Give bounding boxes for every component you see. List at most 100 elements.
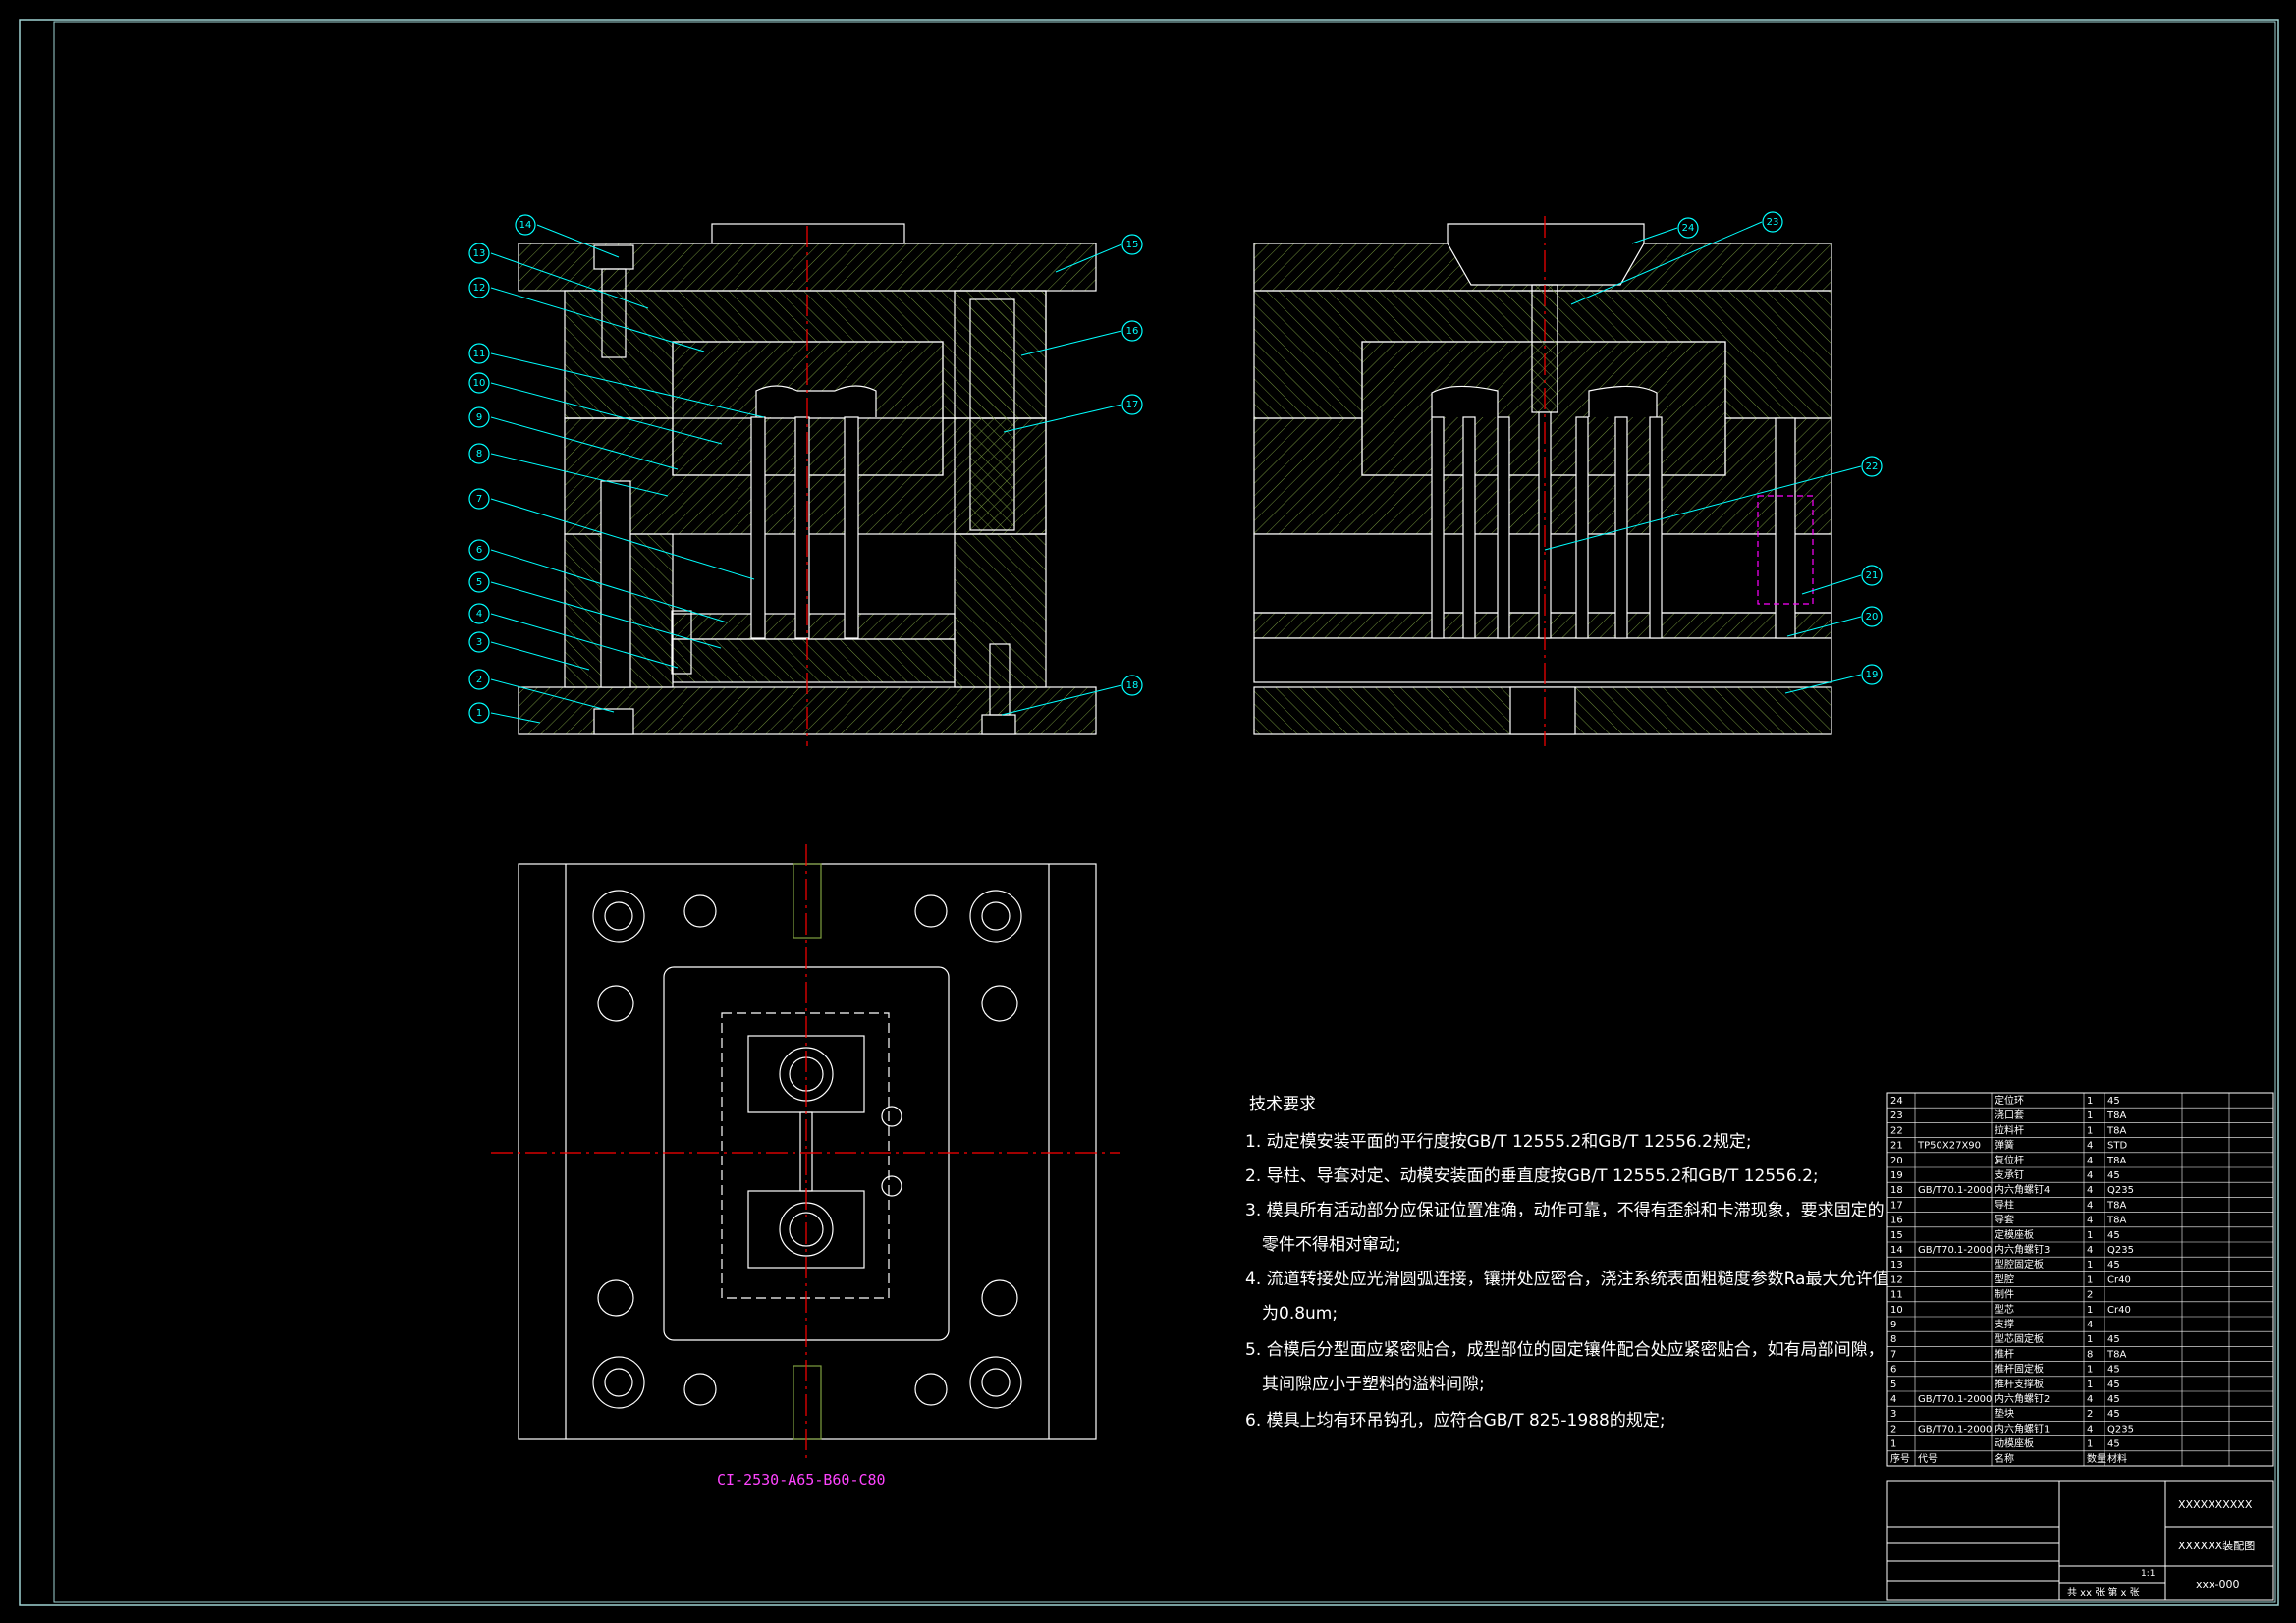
ejector-plate-right xyxy=(1253,637,1832,683)
bom-cell-qty: 2 xyxy=(2087,1409,2093,1420)
bom-cell-no: 17 xyxy=(1890,1200,1903,1211)
socket-screw-top-shank xyxy=(601,268,627,358)
svg-text:22: 22 xyxy=(1866,461,1879,472)
svg-text:12: 12 xyxy=(473,283,486,294)
locating-ring xyxy=(1447,223,1645,286)
bom-cell-qty: 4 xyxy=(2087,1216,2093,1226)
balloon-23 xyxy=(1762,211,1783,233)
bom-cell-no: 3 xyxy=(1890,1409,1896,1420)
bom-cell-no: 14 xyxy=(1890,1245,1903,1256)
bom-cell-qty: 1 xyxy=(2087,1380,2093,1390)
knockout-hole xyxy=(1509,686,1576,735)
bom-cell-name: 浇口套 xyxy=(1995,1109,2024,1121)
socket-screw-bottom-right-shank xyxy=(989,643,1011,716)
bom-header-code: 代号 xyxy=(1918,1453,1938,1465)
svg-text:23: 23 xyxy=(1767,217,1779,228)
bom-cell-name: 型腔 xyxy=(1995,1272,2014,1285)
title-drawing-name: XXXXXX装配图 xyxy=(2178,1540,2255,1552)
tech-req-3b: 零件不得相对窜动; xyxy=(1262,1235,1401,1255)
tech-req-title: 技术要求 xyxy=(1249,1095,1316,1114)
bom-cell-material: Cr40 xyxy=(2107,1274,2131,1285)
bom-cell-name: 制件 xyxy=(1995,1288,2014,1301)
balloons-right: 24 23 22 21 20 19 xyxy=(1544,211,1883,694)
bom-cell-no: 21 xyxy=(1890,1141,1903,1152)
balloon-5 xyxy=(468,571,490,593)
bom-cell-no: 16 xyxy=(1890,1216,1903,1226)
bom-cell-name: 内六角螺钉4 xyxy=(1995,1183,2050,1196)
bom-cell-material: T8A xyxy=(2106,1156,2126,1166)
mold-base-code: CI-2530-A65-B60-C80 xyxy=(717,1471,886,1488)
title-block xyxy=(1886,1480,2274,1601)
svg-text:15: 15 xyxy=(1126,240,1139,250)
bom-cell-qty: 4 xyxy=(2087,1245,2093,1256)
bom-cell-no: 19 xyxy=(1890,1170,1903,1181)
sheet-outer-border xyxy=(19,19,2279,1606)
bom-cell-no: 24 xyxy=(1890,1096,1903,1107)
bom-cell-name: 支撑 xyxy=(1995,1318,2014,1330)
bom-cell-no: 11 xyxy=(1890,1290,1903,1301)
bom-cell-material: Cr40 xyxy=(2107,1305,2131,1316)
bom-header-qty: 数量 xyxy=(2087,1452,2106,1465)
svg-text:16: 16 xyxy=(1126,326,1139,337)
balloon-6 xyxy=(468,539,490,561)
bom-cell-code: GB/T70.1-2000 xyxy=(1918,1185,1992,1196)
title-company: XXXXXXXXXX xyxy=(2178,1498,2253,1511)
bom-cell-name: 动模座板 xyxy=(1995,1437,2034,1450)
bom-cell-qty: 8 xyxy=(2087,1349,2093,1360)
balloon-10 xyxy=(468,372,490,394)
svg-text:4: 4 xyxy=(476,609,482,620)
bom-cell-no: 4 xyxy=(1890,1394,1896,1405)
bom-cell-no: 1 xyxy=(1890,1439,1896,1450)
bom-cell-qty: 1 xyxy=(2087,1439,2093,1450)
bom-cell-qty: 4 xyxy=(2087,1320,2093,1330)
guide-pillar xyxy=(969,298,1015,531)
bom-cell-name: 复位杆 xyxy=(1995,1154,2024,1166)
tech-req-4: 4. 流道转接处应光滑圆弧连接，镶拼处应密合，浇注系统表面粗糙度参数Ra最大允许… xyxy=(1245,1269,1888,1289)
svg-text:14: 14 xyxy=(519,220,532,231)
bom-cell-no: 2 xyxy=(1890,1424,1896,1434)
plan-runner-area xyxy=(721,1012,890,1299)
balloon-14 xyxy=(515,214,536,236)
bom-cell-name: 支承钉 xyxy=(1995,1169,2024,1181)
ejector-pins-right xyxy=(1431,411,1663,639)
bom-cell-no: 5 xyxy=(1890,1380,1896,1390)
bom-cell-qty: 1 xyxy=(2087,1230,2093,1241)
bom-cell-material: 45 xyxy=(2107,1380,2120,1390)
bom-cell-qty: 1 xyxy=(2087,1305,2093,1316)
bom-cell-name: 定模座板 xyxy=(1995,1228,2034,1241)
bom-cell-name: 推杆 xyxy=(1995,1347,2014,1360)
bom-cell-name: 定位环 xyxy=(1995,1094,2024,1107)
svg-text:19: 19 xyxy=(1866,670,1879,680)
bom-cell-name: 推杆支撑板 xyxy=(1995,1378,2044,1390)
balloon-19 xyxy=(1861,664,1883,685)
balloon-8 xyxy=(468,443,490,464)
bom-cell-no: 13 xyxy=(1890,1260,1903,1271)
bom-cell-no: 10 xyxy=(1890,1305,1903,1316)
svg-text:24: 24 xyxy=(1682,223,1695,234)
socket-screw-bottom-right xyxy=(981,714,1016,735)
balloon-24 xyxy=(1677,217,1699,239)
balloon-7 xyxy=(468,488,490,510)
tech-req-1: 1. 动定模安装平面的平行度按GB/T 12555.2和GB/T 12556.2… xyxy=(1245,1132,1752,1152)
bom-cell-qty: 1 xyxy=(2087,1334,2093,1345)
balloon-13 xyxy=(468,243,490,264)
balloon-12 xyxy=(468,277,490,298)
bom-cell-material: Q235 xyxy=(2107,1424,2134,1434)
bom-cell-material: 45 xyxy=(2107,1409,2120,1420)
balloon-1 xyxy=(468,702,490,724)
bom-cell-material: 45 xyxy=(2107,1394,2120,1405)
svg-text:3: 3 xyxy=(476,637,482,648)
bom-cell-material: 45 xyxy=(2107,1170,2120,1181)
tech-req-3: 3. 模具所有活动部分应保证位置准确，动作可靠，不得有歪斜和卡滞现象，要求固定的 xyxy=(1245,1201,1885,1220)
bom-cell-material: Q235 xyxy=(2107,1245,2134,1256)
svg-text:18: 18 xyxy=(1126,680,1139,691)
bom-cell-name: 内六角螺钉2 xyxy=(1995,1392,2050,1405)
bom-frame xyxy=(1886,1092,2274,1467)
bom-cell-material: 45 xyxy=(2107,1230,2120,1241)
bom-cell-material: 45 xyxy=(2107,1096,2120,1107)
balloon-2 xyxy=(468,669,490,690)
svg-text:1: 1 xyxy=(476,708,482,719)
balloon-20 xyxy=(1861,606,1883,627)
svg-text:10: 10 xyxy=(473,378,486,389)
